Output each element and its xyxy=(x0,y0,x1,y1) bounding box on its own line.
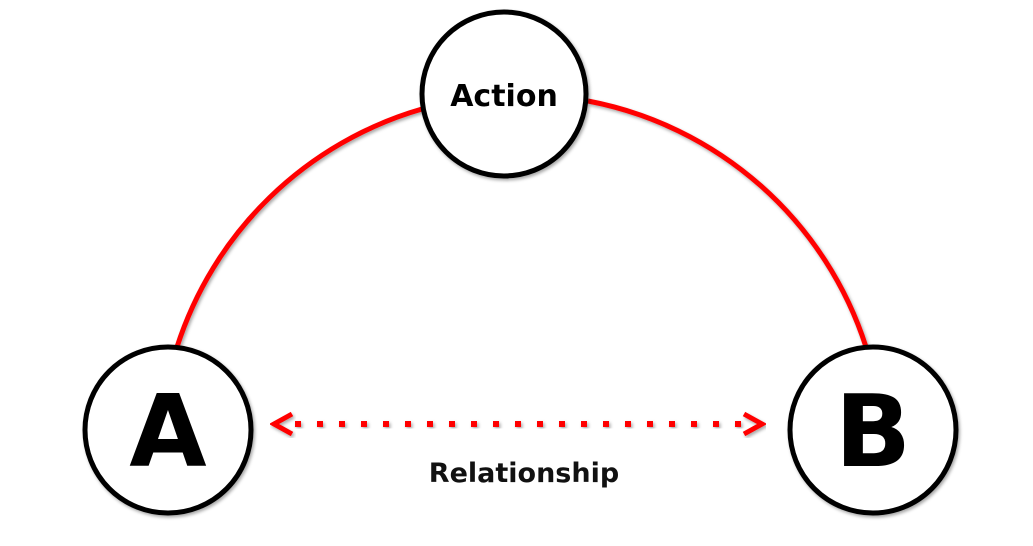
relationship-dot xyxy=(317,421,323,427)
relationship-dot xyxy=(625,421,631,427)
relationship-dot xyxy=(559,421,565,427)
relationship-dot xyxy=(427,421,433,427)
relationship-dotted-line xyxy=(295,421,741,427)
left-arrowhead-icon xyxy=(268,411,294,437)
relationship-dot xyxy=(295,421,301,427)
relationship-dot xyxy=(581,421,587,427)
relationship-dot xyxy=(471,421,477,427)
relationship-dot xyxy=(669,421,675,427)
relationship-dot xyxy=(515,421,521,427)
relationship-dot xyxy=(647,421,653,427)
node-a-circle xyxy=(82,344,254,516)
node-a-label: A xyxy=(129,373,206,490)
relationship-dot xyxy=(339,421,345,427)
node-b-circle xyxy=(787,344,959,516)
connector-action-to-b xyxy=(587,98,869,348)
node-action-circle xyxy=(419,9,589,179)
relationship-dot xyxy=(691,421,697,427)
node-b-label: B xyxy=(835,373,911,490)
right-arrowhead-icon xyxy=(742,411,768,437)
relationship-label: Relationship xyxy=(429,458,619,489)
node-action: Action xyxy=(419,9,589,179)
relationship-dot xyxy=(449,421,455,427)
node-action-label: Action xyxy=(450,79,558,114)
relationship-dot xyxy=(735,421,741,427)
connector-a-to-action xyxy=(174,106,423,348)
relationship-dot xyxy=(603,421,609,427)
relationship-dot xyxy=(361,421,367,427)
relationship-dot xyxy=(713,421,719,427)
relationship-dot xyxy=(383,421,389,427)
relationship-dot xyxy=(537,421,543,427)
node-a: A xyxy=(82,344,254,516)
relationship-dot xyxy=(493,421,499,427)
relationship-dot xyxy=(405,421,411,427)
node-b: B xyxy=(787,344,959,516)
